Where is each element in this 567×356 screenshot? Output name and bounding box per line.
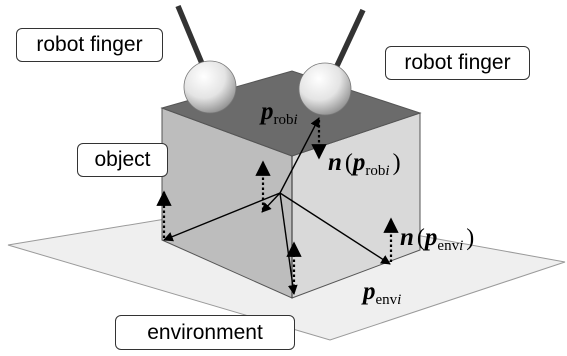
p-env-sub: env (376, 292, 398, 308)
n-rob-func: n (328, 149, 342, 176)
object-label: object (77, 143, 168, 177)
environment-label: environment (115, 315, 295, 350)
n-rob-sub: rob (365, 163, 385, 179)
n-env-open: ( (417, 225, 425, 251)
finger-rod-left (175, 4, 206, 68)
n-env-vector: p (423, 224, 438, 251)
label-p-env: penvi (361, 278, 401, 308)
object-box (160, 70, 422, 299)
p-rob-vector: p (259, 98, 274, 125)
n-env-sub: env (437, 238, 459, 254)
vector-to-rob-contact (279, 117, 320, 194)
n-env-index: i (459, 238, 463, 254)
robot-finger-right-label: robot finger (385, 46, 530, 80)
p-rob-sub: rob (274, 112, 294, 128)
finger-ball-right (298, 62, 352, 116)
n-rob-vector: p (351, 149, 366, 176)
vector-to-env-contact (279, 192, 391, 265)
n-rob-open: ( (345, 150, 353, 176)
position-vectors (163, 117, 391, 295)
label-n-p-env: n(penvi) (400, 224, 474, 254)
robot-finger-left-shape (175, 4, 237, 114)
label-p-rob: probi (259, 98, 298, 128)
label-n-p-rob: n(probi) (328, 149, 401, 179)
vector-to-left-small (261, 192, 281, 213)
robot-finger-left-label: robot finger (16, 28, 163, 62)
p-env-vector: p (361, 278, 376, 305)
finger-rod-right (333, 8, 366, 70)
n-env-func: n (400, 224, 414, 251)
n-rob-close: ) (393, 150, 401, 176)
finger-ball-left (183, 60, 237, 114)
vector-to-left-contact (163, 192, 281, 242)
p-rob-index: i (294, 112, 298, 128)
robot-finger-right-shape (298, 8, 366, 116)
n-rob-index: i (385, 163, 389, 179)
n-env-close: ) (466, 225, 474, 251)
contact-normals (156, 120, 399, 292)
p-env-index: i (397, 292, 401, 308)
